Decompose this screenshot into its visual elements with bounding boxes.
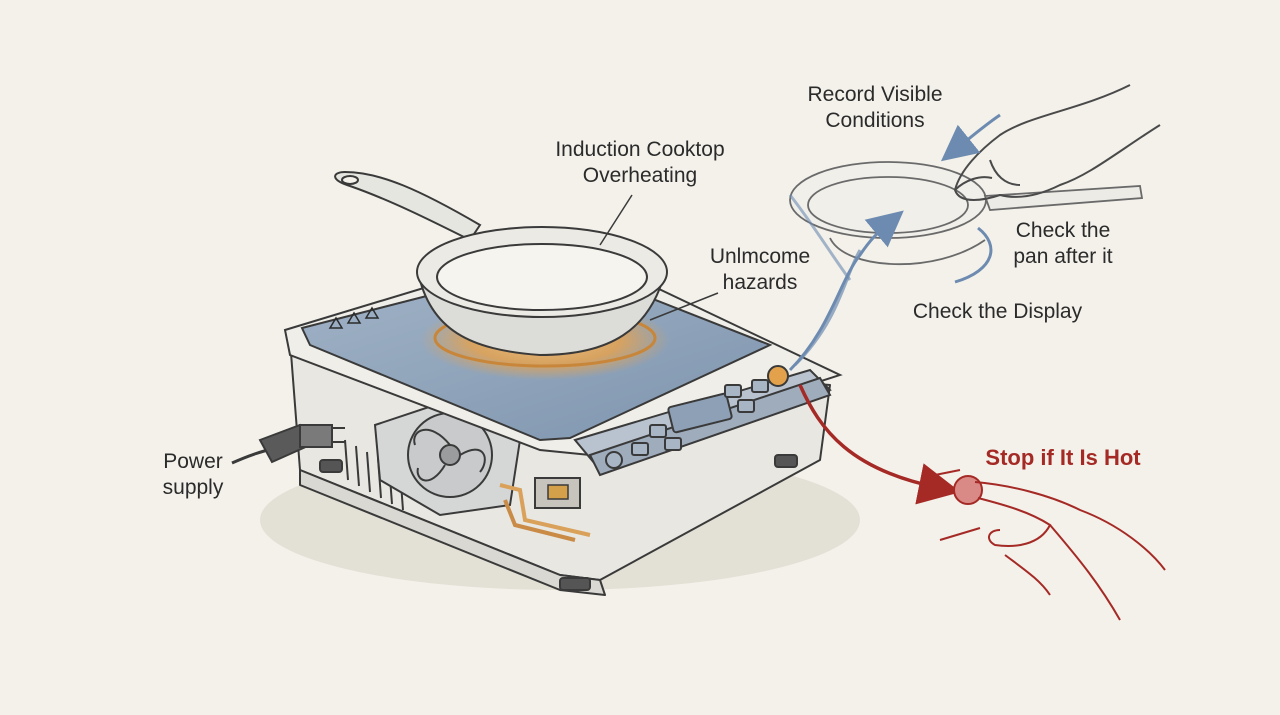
hazards-line-1: Unlmcome: [709, 245, 811, 268]
check-pan-line-1: Check the: [1015, 219, 1111, 242]
title-line-2: Overheating: [582, 164, 698, 187]
power-supply-label: Power supply: [140, 449, 246, 501]
finger-pressing-icon: [934, 469, 1166, 621]
cooling-fan: [373, 398, 522, 517]
check-display-label: Check the Display: [912, 300, 1083, 323]
diagram-title: Induction Cooktop Overheating: [520, 137, 760, 189]
power-line-2: supply: [162, 476, 224, 499]
control-panel: [573, 368, 832, 477]
warning-triangle-icon: [328, 306, 380, 329]
hazards-label: Unlmcome hazards: [690, 244, 830, 296]
stop-button[interactable]: [953, 475, 983, 505]
check-pan-line-2: pan after it: [1013, 245, 1113, 268]
power-button-hot[interactable]: [767, 365, 789, 387]
record-line-2: Conditions: [825, 109, 925, 132]
record-conditions-label: Record Visible Conditions: [780, 82, 970, 134]
record-line-1: Record Visible: [807, 83, 943, 106]
power-line-1: Power: [163, 450, 223, 473]
hand-checking-pan-icon: [953, 84, 1161, 201]
frying-pan: [334, 170, 668, 357]
internal-wiring: [499, 477, 591, 542]
stop-arrow: [798, 384, 961, 505]
checked-pan: [789, 161, 1144, 266]
hazards-line-2: hazards: [722, 271, 798, 294]
title-line-1: Induction Cooktop: [555, 138, 725, 161]
check-pan-label: Check the pan after it: [998, 218, 1128, 270]
power-cord: [231, 423, 345, 465]
check-arrows: [788, 113, 1001, 372]
leader-lines: [599, 194, 719, 321]
stop-if-hot-label: Stop if It Is Hot: [985, 445, 1141, 470]
